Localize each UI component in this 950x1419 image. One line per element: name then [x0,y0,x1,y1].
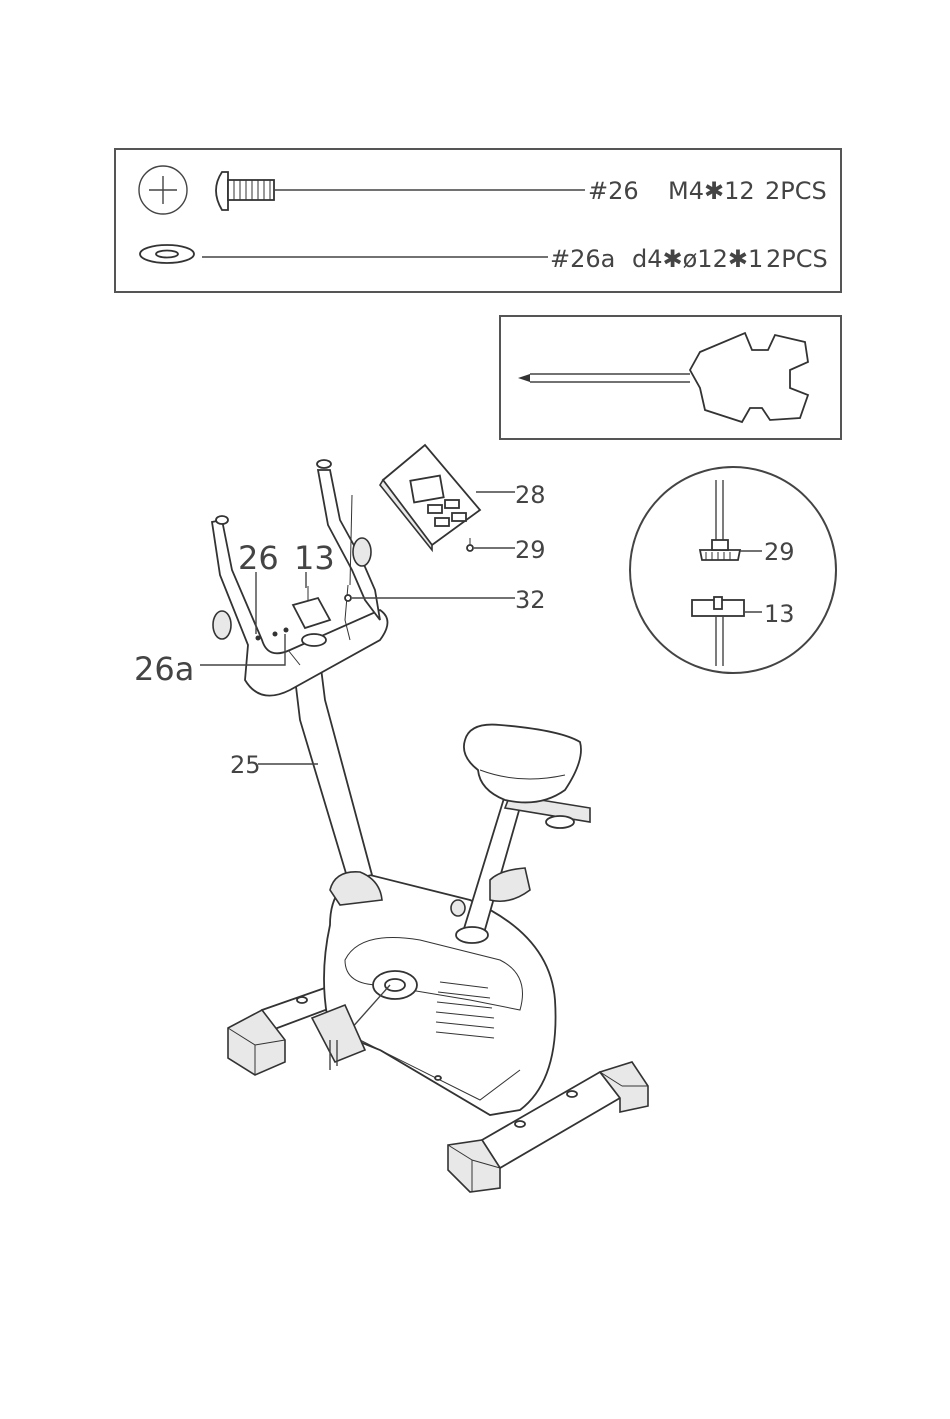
washer-spec: d4✱ø12✱1 [632,245,763,273]
handlebar-post [294,657,382,905]
callout-26: 26 [238,539,279,577]
washer-icon [140,245,194,263]
callout-25: 25 [230,751,261,779]
console-monitor [380,445,480,551]
bolt-spec: M4✱12 [668,177,755,205]
hardware-box: #26 M4✱12 2PCS #26a d4✱ø12✱1 2PCS [115,149,841,292]
washer-qty: 2PCS [766,245,828,273]
tool-box [500,316,841,439]
detail-label-29: 29 [764,538,795,566]
callout-32: 32 [515,586,546,614]
main-housing [324,875,556,1115]
callout-28: 28 [515,481,546,509]
callout-13: 13 [294,539,335,577]
handlebar [212,460,388,696]
callout-26a: 26a [134,650,194,688]
bolt-code: #26 [588,177,639,205]
detail-label-13: 13 [764,600,795,628]
detail-circle: 29 13 [630,467,836,673]
callout-29: 29 [515,536,546,564]
bolt-qty: 2PCS [765,177,827,205]
seat-assembly [451,725,590,943]
washer-code: #26a [550,245,615,273]
